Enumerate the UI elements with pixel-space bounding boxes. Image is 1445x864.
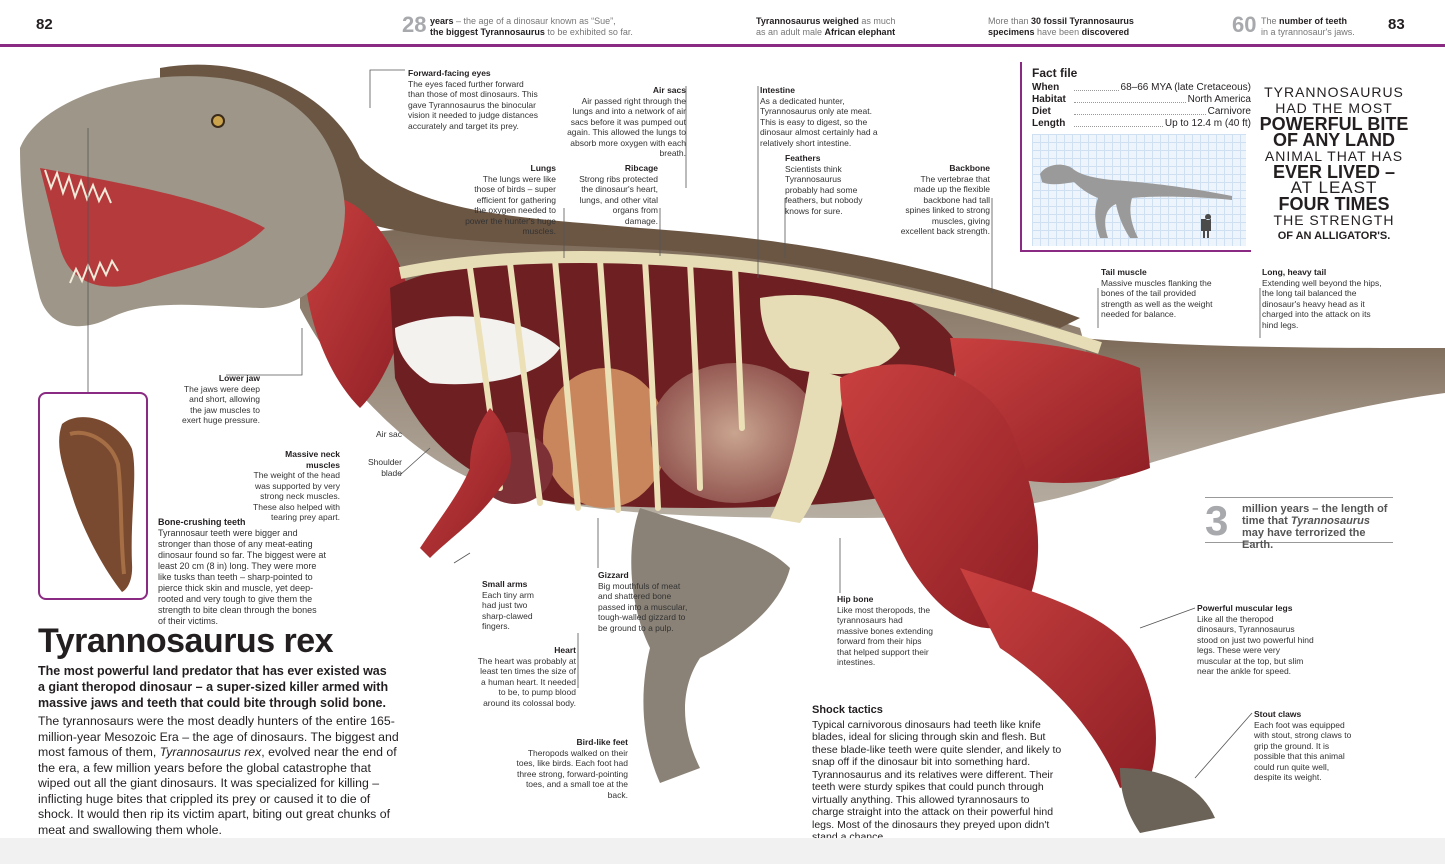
tyrannosaurus-illustration — [0, 48, 1445, 848]
fact-number-60: 60 — [1232, 12, 1257, 37]
size-comparison-grid — [1032, 134, 1246, 246]
label-shoulder-blade: Shoulder blade — [367, 457, 402, 478]
callout-number: 3 — [1205, 497, 1229, 544]
human-silhouette-icon — [1201, 214, 1212, 238]
fact-specimens: More than 30 fossil Tyrannosaurus specim… — [988, 16, 1134, 37]
page-title: Tyrannosaurus rex — [38, 622, 334, 660]
stomach — [543, 368, 667, 508]
leader-lines — [87, 69, 1261, 779]
page-number-right: 83 — [1388, 16, 1405, 33]
page-footer-band — [0, 838, 1445, 864]
page-number-left: 82 — [36, 16, 53, 33]
eye — [211, 114, 225, 128]
tooth-icon — [59, 417, 135, 592]
pubis — [770, 368, 845, 523]
shock-tactics-panel: Shock tactics Typical carnivorous dinosa… — [812, 704, 1062, 844]
fact-teeth: The number of teeth in a tyrannosaur's j… — [1261, 16, 1355, 37]
arm — [420, 408, 511, 558]
lower-leg — [960, 568, 1156, 788]
trex-silhouette-icon — [1040, 164, 1232, 238]
fact-number-28: 28 — [402, 12, 427, 37]
hip-bone — [760, 295, 900, 374]
label-air-sac: Air sac — [376, 429, 402, 439]
tooth-inset — [38, 392, 148, 600]
fact-elephant: Tyrannosaurus weighed as much as an adul… — [756, 16, 896, 37]
three-million-callout: 3 million years – the length of time tha… — [1205, 497, 1393, 551]
size-silhouettes — [1040, 164, 1232, 238]
pull-quote: Tyrannosaurus had the most powerful bite… — [1259, 84, 1409, 242]
callout-text: million years – the length of time that … — [1242, 503, 1388, 551]
thigh-muscle — [840, 364, 1039, 629]
feathers — [160, 64, 1080, 329]
shock-tactics-body: Typical carnivorous dinosaurs had teeth … — [812, 718, 1062, 844]
backbone — [398, 251, 1102, 354]
lower-teeth — [69, 258, 119, 284]
mouth — [40, 168, 265, 287]
tail — [1080, 338, 1445, 478]
intestines — [650, 363, 820, 503]
fact-sue: years – the age of a dinosaur known as “… — [430, 16, 633, 37]
fact-file-title: Fact file — [1032, 66, 1078, 80]
teeth-row — [44, 169, 112, 204]
ribs — [467, 257, 745, 513]
left-leg — [631, 508, 790, 783]
intro-paragraph: The most powerful land predator that has… — [38, 664, 389, 710]
body-paragraph: The tyrannosaurs were the most deadly hu… — [38, 714, 399, 837]
right-foot — [1120, 768, 1215, 833]
shock-tactics-title: Shock tactics — [812, 704, 883, 716]
header-rule — [0, 44, 1445, 47]
